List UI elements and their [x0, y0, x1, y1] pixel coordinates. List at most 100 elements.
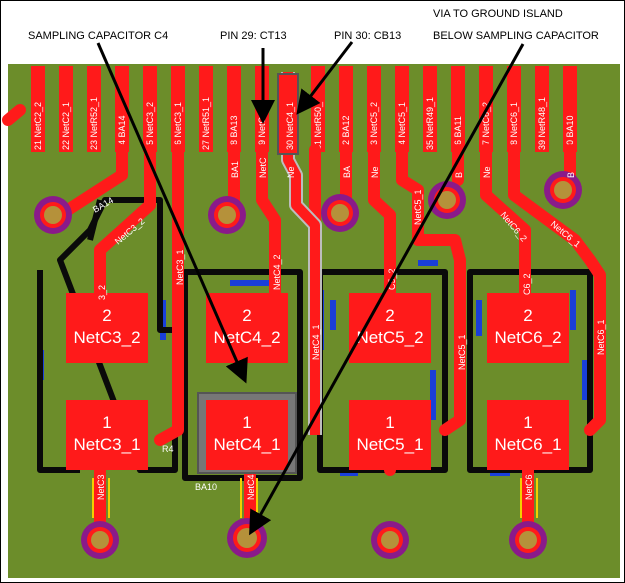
connector-pin — [367, 66, 381, 152]
pin-label: 24 BA14 — [117, 115, 127, 150]
label-b-small: B — [454, 172, 464, 178]
capacitor-pad — [487, 293, 569, 363]
label-ba-small: BA — [342, 166, 352, 178]
pin-label: 23 NetR52_1 — [89, 97, 99, 150]
via-ba14 — [34, 196, 72, 234]
connector-pin — [563, 66, 577, 152]
label-netc4-bottom: NetC4 — [246, 474, 256, 500]
annotation-pin30: PIN 30: CB13 — [334, 30, 401, 42]
pad-number: 2 — [385, 306, 394, 325]
via-ba10 — [544, 171, 582, 209]
capacitor-pad — [66, 400, 148, 470]
connector-pin — [339, 66, 353, 152]
pin-label: 35 NetR49_1 — [425, 97, 435, 150]
via-c4-ground — [227, 518, 267, 558]
capacitor-pad — [206, 400, 288, 470]
pin-label: 28 BA13 — [229, 115, 239, 150]
label-netc6-bottom: NetC6 — [524, 474, 534, 500]
pin-label: 31 NetR50_ — [313, 101, 323, 150]
pad-number: 2 — [102, 306, 111, 325]
pin-label: 32 BA12 — [341, 115, 351, 150]
pin-label: 21 NetC2_2 — [33, 102, 43, 150]
label-pad-c3-2: 3_2 — [97, 285, 107, 300]
label-netc3-1: NetC3_1 — [175, 249, 185, 285]
pad-net-label: NetC6_1 — [494, 435, 561, 454]
pad-number: 1 — [242, 413, 251, 432]
pad-number: 1 — [523, 413, 532, 432]
annotation-via-line2: BELOW SAMPLING CAPACITOR — [433, 30, 599, 42]
arrow-sampling-capacitor — [96, 42, 248, 384]
connector-pin — [395, 66, 409, 152]
label-netc5-1: NetC5_1 — [413, 189, 423, 225]
label-netc5-1-lower: NetC5_1 — [457, 334, 467, 370]
label-ba1: BA1 — [230, 161, 240, 178]
pin-label: 29 NetC — [257, 116, 267, 150]
label-r4: R4 — [162, 444, 174, 454]
pad-net-label: NetC3_1 — [73, 435, 140, 454]
connector-pin — [87, 66, 101, 152]
annotation-sampling-capacitor: SAMPLING CAPACITOR C4 — [28, 30, 168, 42]
annotation-texts: SAMPLING CAPACITOR C4 PIN 29: CT13 PIN 3… — [28, 8, 599, 42]
pad-net-label: NetC4_2 — [213, 328, 280, 347]
pin-label: 25 NetC3_2 — [145, 102, 155, 150]
pad-number: 1 — [385, 413, 394, 432]
capacitor-pad — [206, 293, 288, 363]
label-c6-2: C6_2 — [522, 273, 532, 295]
pin-label: 33 NetC5_2 — [369, 102, 379, 150]
via-ba12 — [321, 194, 359, 232]
annotation-via-line1: VIA TO GROUND ISLAND — [433, 8, 563, 20]
connector-pin — [31, 66, 45, 152]
pin-label: 30 NetC4_1 — [285, 102, 295, 150]
connector-pin — [199, 66, 213, 152]
pin-label: 38 NetC6_1 — [509, 102, 519, 150]
pin-label: 34 NetC5_1 — [397, 102, 407, 150]
pad-net-label: NetC5_2 — [356, 328, 423, 347]
arrow-pin30 — [296, 41, 354, 115]
via-c6-ground — [509, 521, 547, 559]
label-netc4-1: NetC4_1 — [311, 324, 321, 360]
label-ne-small: Ne — [370, 166, 380, 178]
pin-label: 40 BA10 — [565, 115, 575, 150]
pin-label: 22 NetC2_1 — [61, 102, 71, 150]
via-c5-ground — [371, 521, 409, 559]
pad-net-label: NetC6_2 — [494, 328, 561, 347]
connector-pin — [59, 66, 73, 152]
label-netc4-2: NetC4_2 — [272, 254, 282, 290]
label-netc-top: NetC — [258, 157, 268, 178]
via-stitch-marks — [92, 478, 538, 518]
capacitor-pads: 2NetC3_21NetC3_12NetC4_21NetC4_12NetC5_2… — [66, 293, 569, 470]
pad-net-label: NetC3_2 — [73, 328, 140, 347]
label-netc3-bottom: NetC3 — [96, 474, 106, 500]
via-ba11 — [428, 181, 466, 219]
pad-net-label: NetC4_1 — [213, 435, 280, 454]
connector-pin — [171, 66, 185, 152]
vias — [34, 171, 582, 559]
via-c3-ground — [81, 521, 119, 559]
label-ne: Ne — [286, 166, 296, 178]
via-ba13 — [208, 196, 246, 234]
capacitor-pad — [349, 400, 431, 470]
connector-pin — [423, 66, 437, 152]
pin-label: 39 NetR48_1 — [537, 97, 547, 150]
label-netc6-1-right: NetC6_1 — [596, 319, 606, 355]
pin-label: 26 NetC3_1 — [173, 102, 183, 150]
pad-number: 2 — [523, 306, 532, 325]
pad-net-label: NetC5_1 — [356, 435, 423, 454]
label-ba10: BA10 — [195, 482, 217, 492]
pad-number: 2 — [242, 306, 251, 325]
capacitor-pad — [66, 293, 148, 363]
connector-pin — [143, 66, 157, 152]
pad-number: 1 — [102, 413, 111, 432]
pin-label: 36 BA11 — [453, 116, 463, 150]
connector-pin — [535, 66, 549, 152]
capacitor-pad — [487, 400, 569, 470]
connector-pin — [451, 66, 465, 152]
pin-label: 27 NetR51_1 — [201, 97, 211, 150]
connector-pin — [507, 66, 521, 152]
annotation-arrows — [96, 41, 525, 536]
label-b-small-2: B — [566, 172, 576, 178]
arrow-via-ground — [249, 43, 525, 536]
annotation-pin29: PIN 29: CT13 — [220, 30, 287, 42]
pin-label: 37 NetC6_2 — [481, 102, 491, 150]
